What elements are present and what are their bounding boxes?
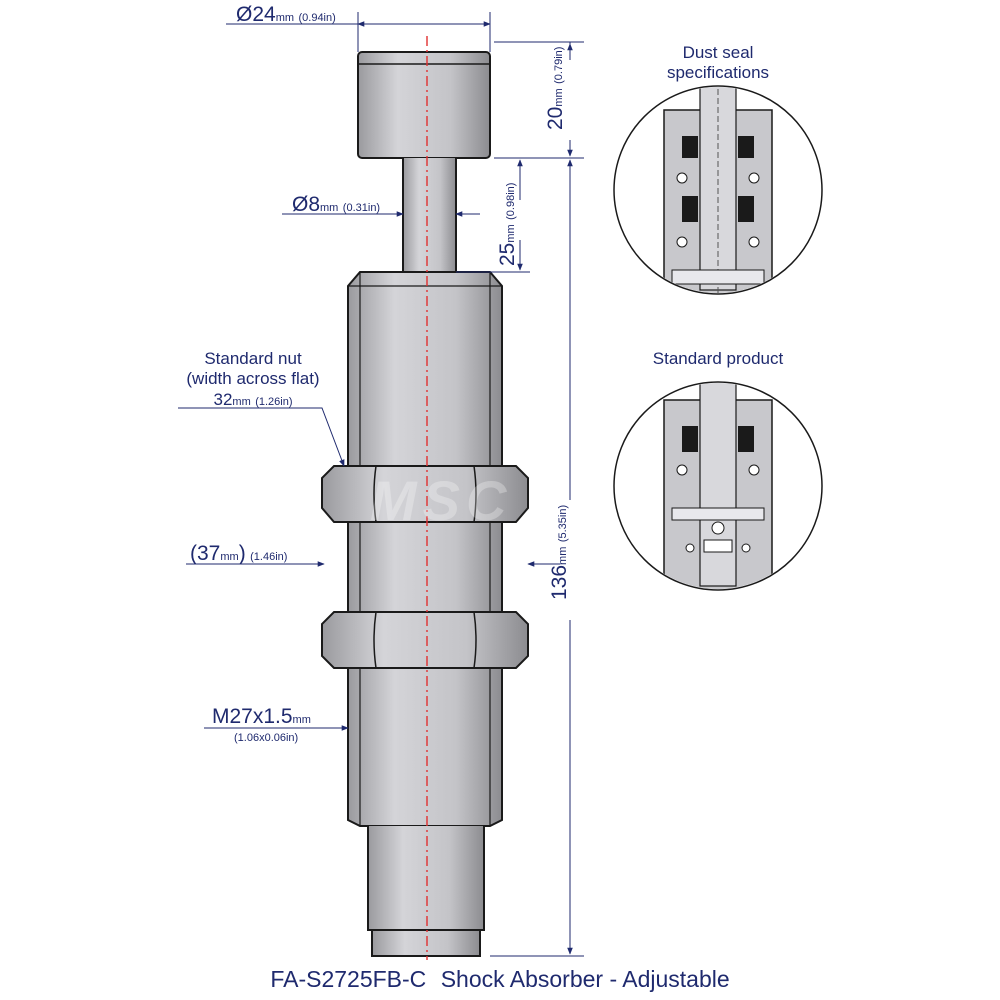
standard-product-detail [613, 381, 823, 591]
upper-nut [321, 465, 529, 523]
top-cap [357, 51, 491, 159]
standard-product-label: Standard product [652, 349, 784, 368]
lower-nut [321, 611, 529, 669]
part-number: FA-S2725FB-C [270, 966, 427, 992]
piston-rod [402, 158, 457, 273]
top-diameter-dimension [226, 12, 491, 52]
part-description: Shock Absorber - Adjustable [440, 966, 730, 992]
stroke-dimension [456, 157, 530, 273]
body-length-dimension [490, 159, 584, 957]
nut-note: Standard nut (width across flat) 32mm (1… [186, 349, 320, 409]
cap-height-label: 20mm (0.79in) [544, 46, 567, 130]
dust-seal-detail [613, 85, 823, 295]
rod-diameter-label: Ø8mm (0.31in) [292, 193, 381, 216]
drawing-title: FA-S2725FB-C Shock Absorber - Adjustable [0, 966, 1000, 993]
bottom-stem [367, 826, 485, 957]
top-diameter-label: Ø24mm (0.94in) [236, 3, 336, 26]
cap-height-dimension [494, 41, 584, 159]
nut-corners-label: (37mm) (1.46in) [190, 542, 288, 565]
watermark: MSC [370, 469, 513, 532]
outer-body [347, 271, 503, 827]
stroke-label: 25mm (0.98in) [496, 182, 519, 266]
thread-label: M27x1.5mm (1.06x0.06in) [212, 705, 311, 744]
dust-seal-label: Dust seal specifications [666, 43, 770, 82]
body-length-label: 136mm (5.35in) [548, 504, 571, 600]
nut-note-leader [178, 407, 345, 467]
